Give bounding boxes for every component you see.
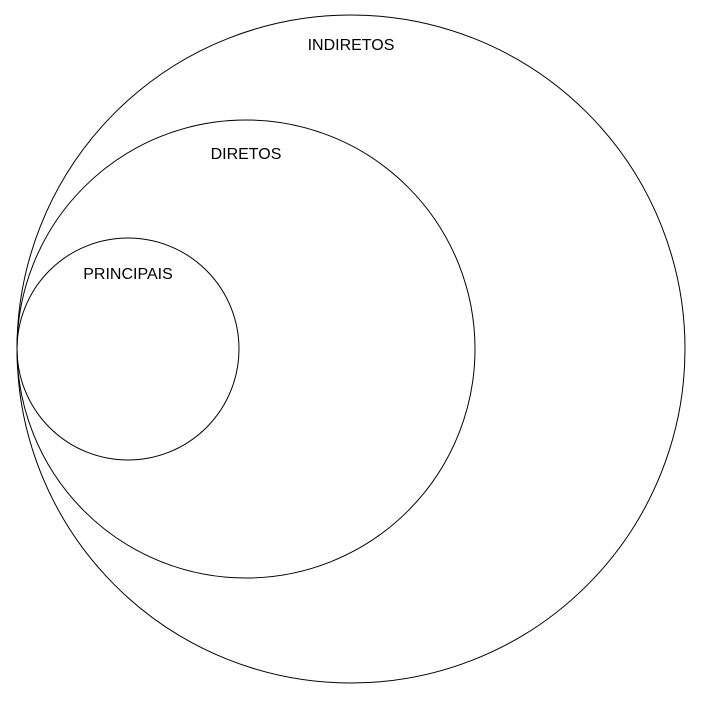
circle-indiretos <box>16 14 686 684</box>
circle-diretos <box>16 119 476 579</box>
label-principais: PRINCIPAIS <box>83 266 173 283</box>
label-diretos: DIRETOS <box>211 146 282 163</box>
circle-principais <box>16 237 240 461</box>
label-indiretos: INDIRETOS <box>308 37 395 54</box>
